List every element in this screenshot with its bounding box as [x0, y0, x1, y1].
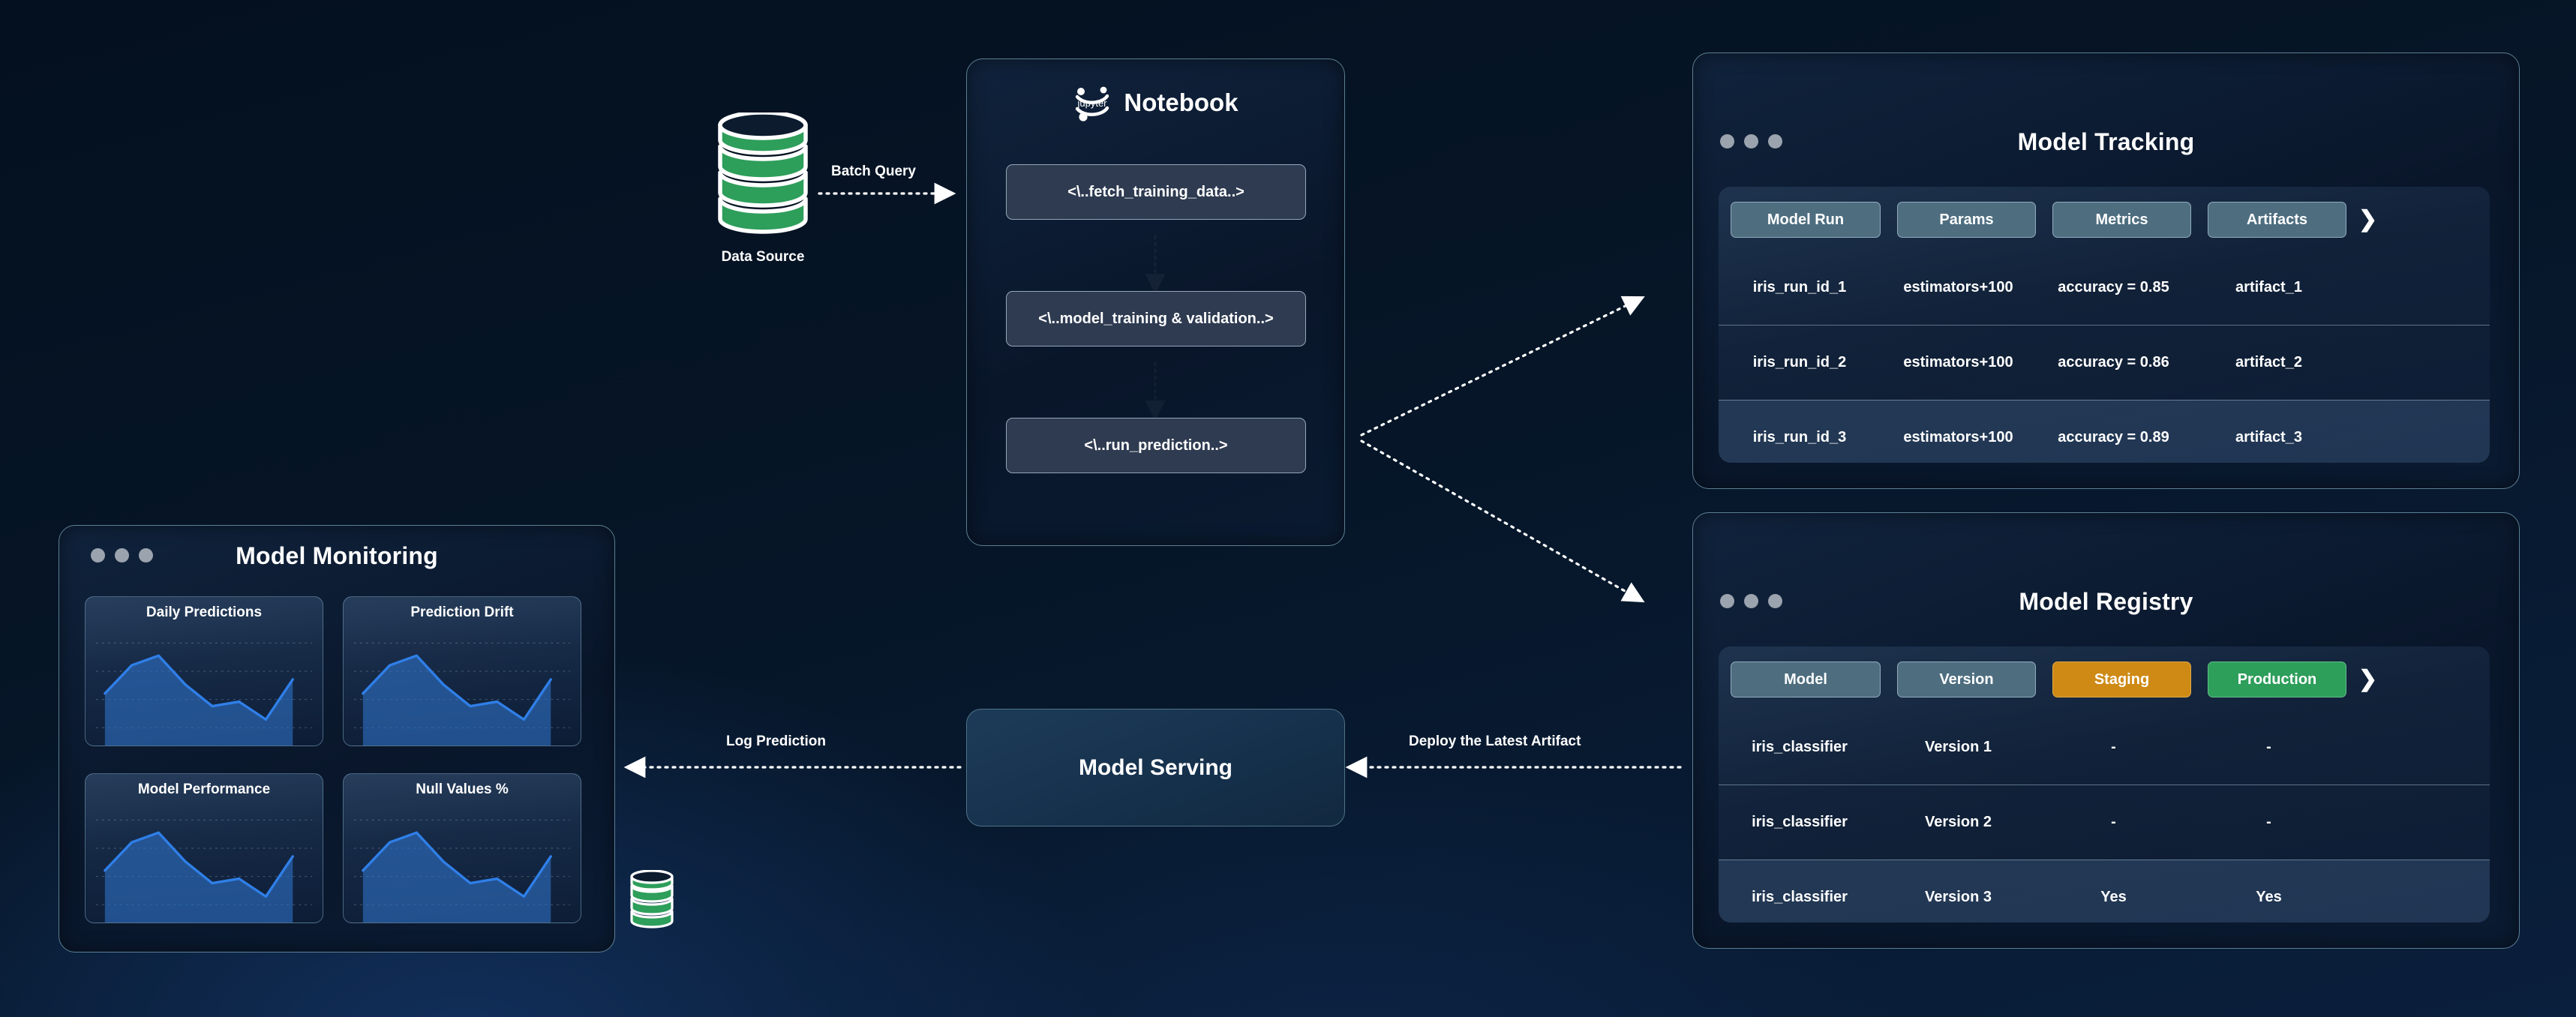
monitoring-card-null-values[interactable]: Null Values % — [343, 773, 581, 923]
window-dots-monitoring — [91, 548, 153, 562]
monitoring-card-title: Prediction Drift — [410, 604, 514, 620]
column-header-production[interactable]: Production — [2208, 662, 2346, 698]
notebook-step-model-training[interactable]: <\..model_training & validation..> — [1006, 291, 1306, 346]
model-monitoring-title: Model Monitoring — [236, 542, 438, 569]
jupyter-logo-icon: jupyter — [1076, 86, 1109, 122]
model-tracking-panel: Model Tracking Model Run Params Metrics … — [1692, 52, 2520, 489]
cell-model: iris_classifier — [1752, 814, 1848, 830]
window-dot-1[interactable] — [91, 548, 105, 562]
cell-artifacts: artifact_2 — [2235, 354, 2302, 370]
sparkline-chart — [353, 642, 571, 746]
sparkline-chart — [353, 819, 571, 922]
cell-staging: - — [2111, 738, 2116, 755]
notebook-step-fetch-training-data[interactable]: <\..fetch_training_data..> — [1006, 164, 1306, 220]
cell-params: estimators+100 — [1903, 278, 2013, 296]
database-cylinder-icon — [630, 869, 674, 928]
table-row[interactable]: iris_classifier Version 2 - - — [1719, 784, 2490, 860]
window-dot-3[interactable] — [1768, 134, 1782, 148]
column-header-model[interactable]: Model — [1731, 662, 1881, 698]
sparkline-chart — [95, 642, 313, 746]
cell-staging: Yes — [2100, 889, 2127, 905]
cell-artifacts: artifact_3 — [2235, 429, 2302, 446]
arrow-notebook-to-registry — [1360, 440, 1645, 603]
cell-version: Version 3 — [1925, 889, 1992, 905]
model-monitoring-panel: Model Monitoring Daily Predictions Predi… — [59, 525, 615, 952]
window-dot-2[interactable] — [115, 548, 129, 562]
window-dot-2[interactable] — [1744, 134, 1758, 148]
cell-production: - — [2266, 814, 2271, 830]
model-registry-title: Model Registry — [2019, 588, 2193, 615]
cell-production: - — [2266, 738, 2271, 755]
window-dot-1[interactable] — [1720, 594, 1734, 608]
cell-artifacts: artifact_1 — [2235, 278, 2302, 296]
model-registry-header-row: Model Version Staging Production ❯ — [1719, 646, 2490, 710]
cell-params: estimators+100 — [1903, 429, 2013, 446]
table-row[interactable]: iris_run_id_2 estimators+100 accuracy = … — [1719, 325, 2490, 400]
model-tracking-title: Model Tracking — [2017, 128, 2195, 155]
model-registry-panel: Model Registry Model Version Staging Pro… — [1692, 512, 2520, 949]
column-header-staging[interactable]: Staging — [2052, 662, 2191, 698]
svg-text:jupyter: jupyter — [1077, 98, 1108, 109]
edge-label-log-prediction: Log Prediction — [726, 734, 826, 749]
table-row[interactable]: iris_classifier Version 1 - - — [1719, 710, 2490, 784]
cell-metrics: accuracy = 0.85 — [2058, 278, 2169, 296]
data-source-icon — [714, 110, 812, 244]
cell-params: estimators+100 — [1903, 354, 2013, 370]
notebook-title: Notebook — [1124, 88, 1238, 116]
column-header-artifacts[interactable]: Artifacts — [2208, 202, 2346, 238]
cell-metrics: accuracy = 0.89 — [2058, 429, 2169, 446]
table-row[interactable]: iris_run_id_1 estimators+100 accuracy = … — [1719, 250, 2490, 325]
column-header-params[interactable]: Params — [1897, 202, 2036, 238]
cell-version: Version 1 — [1925, 738, 1992, 755]
edge-label-batch-query: Batch Query — [831, 164, 916, 179]
window-dot-3[interactable] — [139, 548, 153, 562]
column-header-metrics[interactable]: Metrics — [2052, 202, 2191, 238]
notebook-header: jupyter Notebook — [967, 83, 1344, 122]
notebook-step-run-prediction[interactable]: <\..run_prediction..> — [1006, 418, 1306, 473]
table-row[interactable]: iris_run_id_3 estimators+100 accuracy = … — [1719, 400, 2490, 463]
cell-model-run: iris_run_id_3 — [1752, 429, 1847, 446]
window-dots-tracking — [1720, 134, 1782, 148]
data-source-label: Data Source — [721, 249, 805, 265]
window-dots-registry — [1720, 594, 1782, 608]
table-row[interactable]: iris_classifier Version 3 Yes Yes — [1719, 860, 2490, 922]
monitoring-card-model-performance[interactable]: Model Performance — [85, 773, 323, 923]
monitoring-card-title: Null Values % — [416, 782, 509, 797]
sparkline-chart — [95, 819, 313, 922]
cell-model: iris_classifier — [1752, 889, 1848, 905]
cell-staging: - — [2111, 814, 2116, 830]
column-header-model-run[interactable]: Model Run — [1731, 202, 1881, 238]
cell-metrics: accuracy = 0.86 — [2058, 354, 2169, 370]
monitoring-store-icon — [629, 869, 675, 933]
cell-production: Yes — [2256, 889, 2282, 905]
cell-model-run: iris_run_id_1 — [1752, 278, 1847, 296]
database-cylinder-icon — [718, 110, 808, 234]
monitoring-card-prediction-drift[interactable]: Prediction Drift — [343, 596, 581, 746]
column-header-version[interactable]: Version — [1897, 662, 2036, 698]
model-serving-box[interactable]: Model Serving — [966, 709, 1345, 826]
monitoring-card-title: Daily Predictions — [146, 604, 263, 620]
notebook-panel: jupyter Notebook <\..fetch_training_data… — [966, 58, 1345, 546]
monitoring-card-daily-predictions[interactable]: Daily Predictions — [85, 596, 323, 746]
monitoring-card-title: Model Performance — [137, 782, 271, 797]
chevron-right-icon[interactable]: ❯ — [2358, 207, 2378, 232]
cell-model-run: iris_run_id_2 — [1752, 354, 1847, 370]
cell-model: iris_classifier — [1752, 738, 1848, 755]
cell-version: Version 2 — [1925, 814, 1992, 830]
model-tracking-header-row: Model Run Params Metrics Artifacts ❯ — [1719, 187, 2490, 250]
chevron-right-icon[interactable]: ❯ — [2358, 667, 2378, 692]
model-tracking-table: Model Run Params Metrics Artifacts ❯ iri… — [1719, 187, 2490, 463]
window-dot-1[interactable] — [1720, 134, 1734, 148]
window-dot-3[interactable] — [1768, 594, 1782, 608]
window-dot-2[interactable] — [1744, 594, 1758, 608]
arrow-notebook-to-tracking — [1360, 296, 1645, 436]
edge-label-deploy-artifact: Deploy the Latest Artifact — [1409, 734, 1581, 749]
model-registry-table: Model Version Staging Production ❯ iris_… — [1719, 646, 2490, 922]
